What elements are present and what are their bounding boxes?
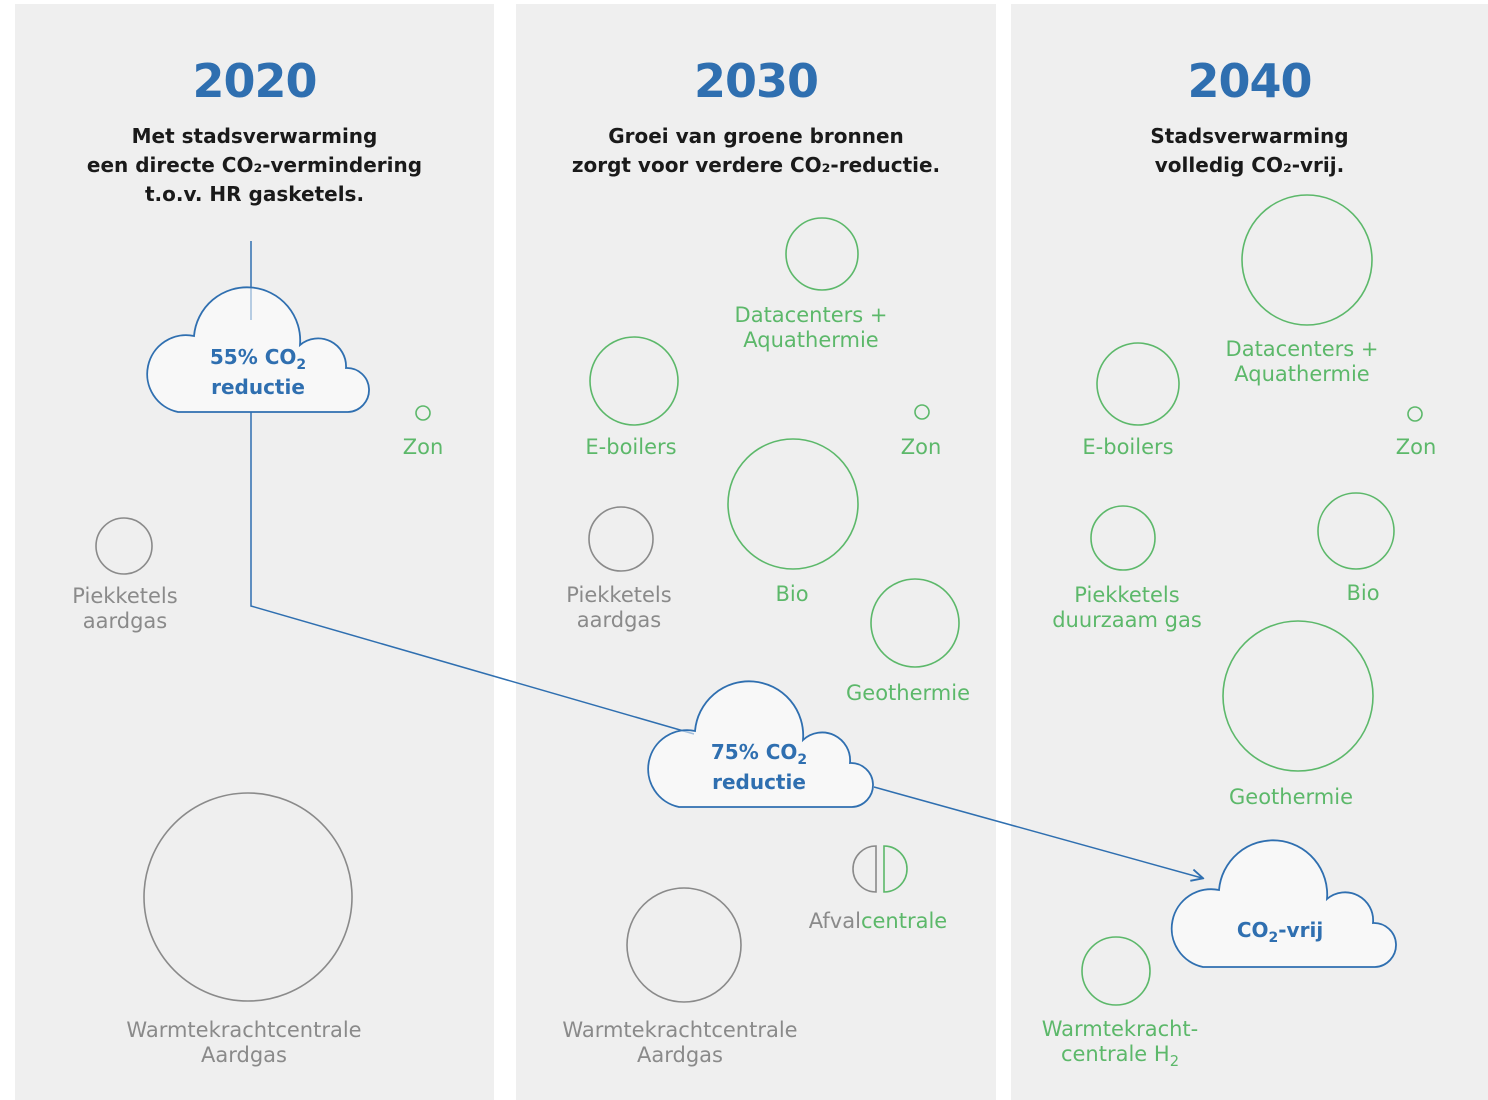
label-line: Aardgas: [201, 1043, 287, 1067]
zon-circle: [415, 405, 431, 421]
label-bio: Bio: [1346, 581, 1380, 605]
panel-subtitle: Stadsverwarming volledig CO₂-vrij.: [1011, 122, 1488, 180]
label-eboilers: E-boilers: [585, 435, 677, 459]
cloud-2030-text: 75% CO2 reductie: [711, 737, 807, 797]
eboilers-circle: [1096, 342, 1180, 426]
subtitle-line: Groei van groene bronnen: [608, 124, 904, 148]
subtitle-line: Met stadsverwarming: [131, 124, 378, 148]
afvalcentrale-left-half: [852, 845, 877, 893]
label-zon: Zon: [402, 435, 444, 459]
geothermie-circle: [870, 578, 960, 668]
label-bio: Bio: [775, 582, 809, 606]
cloud-2030: [647, 680, 874, 808]
piekketels-circle: [95, 517, 153, 575]
panel-2020: 2020 Met stadsverwarming een directe CO₂…: [15, 4, 494, 1100]
wkc-circle: [626, 887, 742, 1003]
piekketels-circle: [1090, 505, 1156, 571]
subtitle-line: volledig CO₂-vrij.: [1154, 153, 1345, 177]
label-eboilers: E-boilers: [1082, 435, 1174, 459]
label-datacenters: Datacenters + Aquathermie: [1226, 337, 1379, 387]
bio-circle: [727, 438, 859, 570]
piekketels-circle: [588, 506, 654, 572]
cloud-line1: 75% CO: [710, 740, 798, 764]
cloud-2020-text: 55% CO2 reductie: [210, 342, 306, 402]
label-line: Piekketels: [1074, 583, 1180, 607]
zon-circle: [914, 404, 930, 420]
cloud-post: -vrij: [1278, 918, 1324, 942]
cloud-line2: reductie: [712, 770, 806, 794]
panel-subtitle: Met stadsverwarming een directe CO₂-verm…: [15, 122, 494, 209]
subtitle-line: een directe CO₂-vermindering: [86, 153, 423, 177]
reduction-arrow: [873, 786, 1202, 878]
subtitle-line: t.o.v. HR gasketels.: [144, 182, 365, 206]
cloud-subscript: 2: [1268, 929, 1279, 946]
reduction-path-line: [250, 412, 695, 735]
cloud-line1: 55% CO: [209, 345, 297, 369]
label-afvalcentrale: Afvalcentrale: [809, 909, 947, 934]
label-line: Warmtekrachtcentrale: [126, 1018, 362, 1042]
label-centrale-part: centrale: [860, 909, 948, 933]
year-heading: 2020: [192, 54, 317, 108]
cloud-2020: [146, 286, 370, 413]
year-heading: 2030: [693, 54, 819, 108]
cloud-line: 75% CO2: [711, 737, 807, 767]
label-wkc: Warmtekrachtcentrale Aardgas: [126, 1018, 361, 1068]
cloud-pre: CO: [1236, 918, 1269, 942]
panel-2030: 2030 Groei van groene bronnen zorgt voor…: [516, 4, 996, 1100]
zon-circle: [1407, 406, 1423, 422]
label-line: Datacenters +: [734, 303, 888, 327]
label-piekketels: Piekketels aardgas: [72, 584, 177, 634]
geothermie-circle: [1222, 620, 1374, 772]
label-line: Datacenters +: [1225, 337, 1379, 361]
eboilers-circle: [589, 336, 679, 426]
label-line: Warmtekrachtcentrale: [562, 1018, 798, 1042]
label-wkc: Warmtekrachtcentrale Aardgas: [562, 1018, 797, 1068]
label-line: aardgas: [82, 609, 168, 633]
label-afval-part: Afval: [808, 909, 861, 933]
label-datacenters: Datacenters + Aquathermie: [735, 303, 888, 353]
label-line: Warmtekracht-: [1041, 1017, 1199, 1041]
cloud-line: 55% CO2: [210, 342, 306, 372]
datacenters-circle: [785, 217, 859, 291]
label-line: Piekketels: [72, 584, 178, 608]
label-geothermie: Geothermie: [1229, 785, 1353, 809]
label-line: centrale H2: [1042, 1042, 1199, 1071]
label-zon: Zon: [1395, 435, 1437, 459]
label-piekketels: Piekketels aardgas: [566, 583, 671, 633]
cloud-line2: reductie: [211, 375, 305, 399]
wkc-h2-circle: [1081, 936, 1151, 1006]
label-subscript: 2: [1169, 1053, 1180, 1071]
label-line: Aquathermie: [743, 328, 879, 352]
panel-subtitle: Groei van groene bronnen zorgt voor verd…: [516, 122, 996, 180]
label-line: Aardgas: [637, 1043, 723, 1067]
cloud-2040-text: CO2-vrij: [1237, 915, 1323, 945]
afvalcentrale-right-half: [883, 845, 908, 893]
label-wkc-h2: Warmtekracht- centrale H2: [1041, 1017, 1199, 1071]
cloud-subscript: 2: [797, 751, 808, 768]
label-piekketels: Piekketels duurzaam gas: [1052, 583, 1202, 633]
label-line: Aquathermie: [1234, 362, 1370, 386]
label-line: aardgas: [576, 608, 662, 632]
bio-circle: [1317, 492, 1395, 570]
subtitle-line: Stadsverwarming: [1150, 124, 1349, 148]
label-wkc-h2-text: centrale H: [1060, 1042, 1170, 1066]
label-geothermie: Geothermie: [846, 681, 970, 705]
label-line: Piekketels: [566, 583, 672, 607]
datacenters-circle: [1241, 194, 1373, 326]
year-heading: 2040: [1187, 54, 1312, 108]
label-zon: Zon: [900, 435, 942, 459]
label-line: duurzaam gas: [1052, 608, 1202, 632]
subtitle-line: zorgt voor verdere CO₂-reductie.: [571, 153, 941, 177]
wkc-circle: [143, 792, 353, 1002]
cloud-subscript: 2: [296, 356, 307, 373]
cloud-2040: [1170, 839, 1397, 968]
